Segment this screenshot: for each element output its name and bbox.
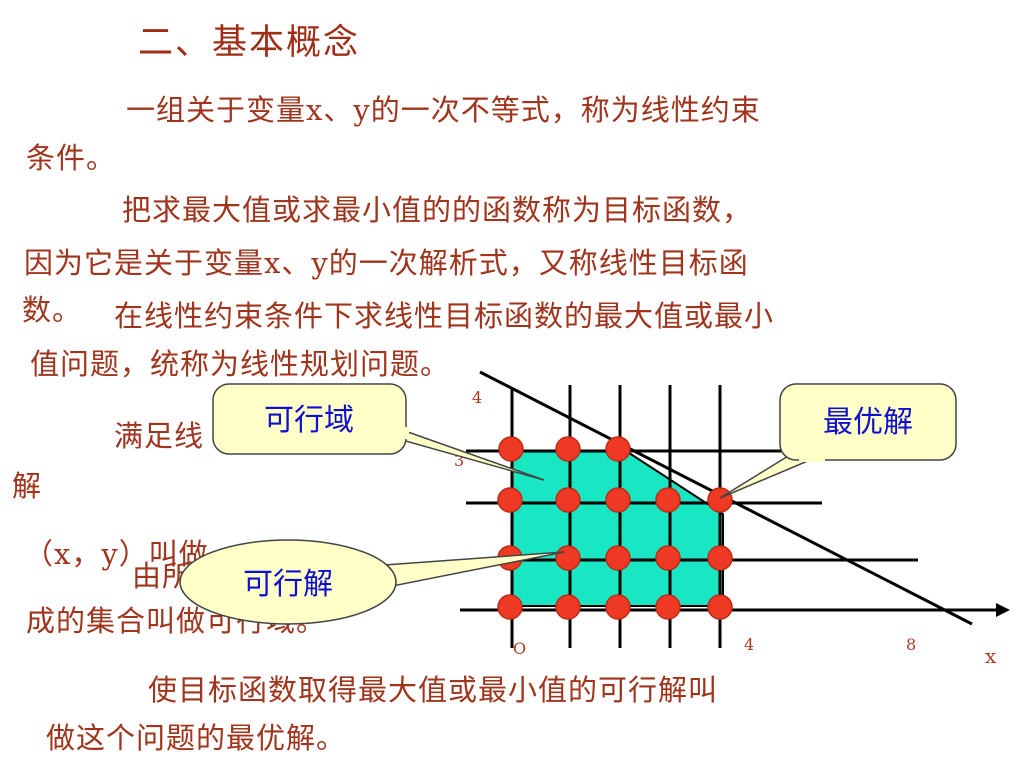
- callout-feasible-region: 可行域: [212, 383, 545, 481]
- callout-feasible-solution: 可行解: [179, 539, 565, 625]
- lattice-point: [555, 436, 581, 462]
- callout-feasible-region-label: 可行域: [264, 403, 354, 438]
- paragraph-5-line-1: 使目标函数取得最大值或最小值的可行解叫: [148, 673, 719, 707]
- lattice-point: [497, 487, 523, 513]
- lattice-point: [655, 594, 681, 620]
- lattice-point: [707, 545, 733, 571]
- origin-label: O: [513, 639, 526, 658]
- lattice-point: [605, 487, 631, 513]
- paragraph-5-line-2: 做这个问题的最优解。: [46, 721, 347, 755]
- callout-feasible-solution-label: 可行解: [243, 567, 333, 602]
- paragraph-1-line-2: 条件。: [26, 141, 117, 175]
- lattice-point: [655, 487, 681, 513]
- paragraph-2-line-3: 数。: [22, 293, 83, 327]
- lattice-points: [497, 436, 733, 620]
- paragraph-2-line-2: 因为它是关于变量x、y的一次解析式，又称线性目标函: [24, 246, 749, 280]
- lattice-point: [605, 436, 631, 462]
- paragraph-3-line-2: 值问题，统称为线性规划问题。: [30, 347, 451, 381]
- lattice-point: [707, 487, 733, 513]
- lattice-point: [555, 545, 581, 571]
- y-tick-4: 4: [472, 388, 482, 407]
- lattice-point: [605, 545, 631, 571]
- paragraph-3-line-1: 在线性约束条件下求线性目标函数的最大值或最小: [114, 299, 775, 333]
- slide-title: 二、基本概念: [138, 23, 361, 63]
- callout-optimal-solution-label: 最优解: [823, 405, 913, 440]
- lattice-point: [555, 487, 581, 513]
- y-tick-3: 3: [454, 451, 464, 470]
- lattice-point: [605, 594, 631, 620]
- lattice-point: [498, 436, 524, 462]
- paragraph-1-line-1: 一组关于变量x、y的一次不等式，称为线性约束: [126, 93, 761, 127]
- feasible-region: [511, 450, 724, 607]
- paragraph-4-line-2: 解: [12, 469, 43, 503]
- paragraph-2-line-1: 把求最大值或求最小值的的函数称为目标函数，: [122, 193, 753, 227]
- callout-optimal-solution: 最优解: [719, 383, 957, 499]
- x-tick-8: 8: [906, 635, 916, 654]
- paragraph-4-line-3: （x，y）叫做: [24, 537, 209, 571]
- x-axis-label: x: [985, 644, 997, 668]
- lattice-point: [655, 545, 681, 571]
- lattice-point: [497, 594, 523, 620]
- x-tick-4: 4: [744, 635, 754, 654]
- x-axis-arrowhead: [996, 603, 1010, 617]
- paragraph-4-line-1: 满足线: [114, 419, 205, 453]
- lattice-point: [555, 594, 581, 620]
- lattice-point: [707, 594, 733, 620]
